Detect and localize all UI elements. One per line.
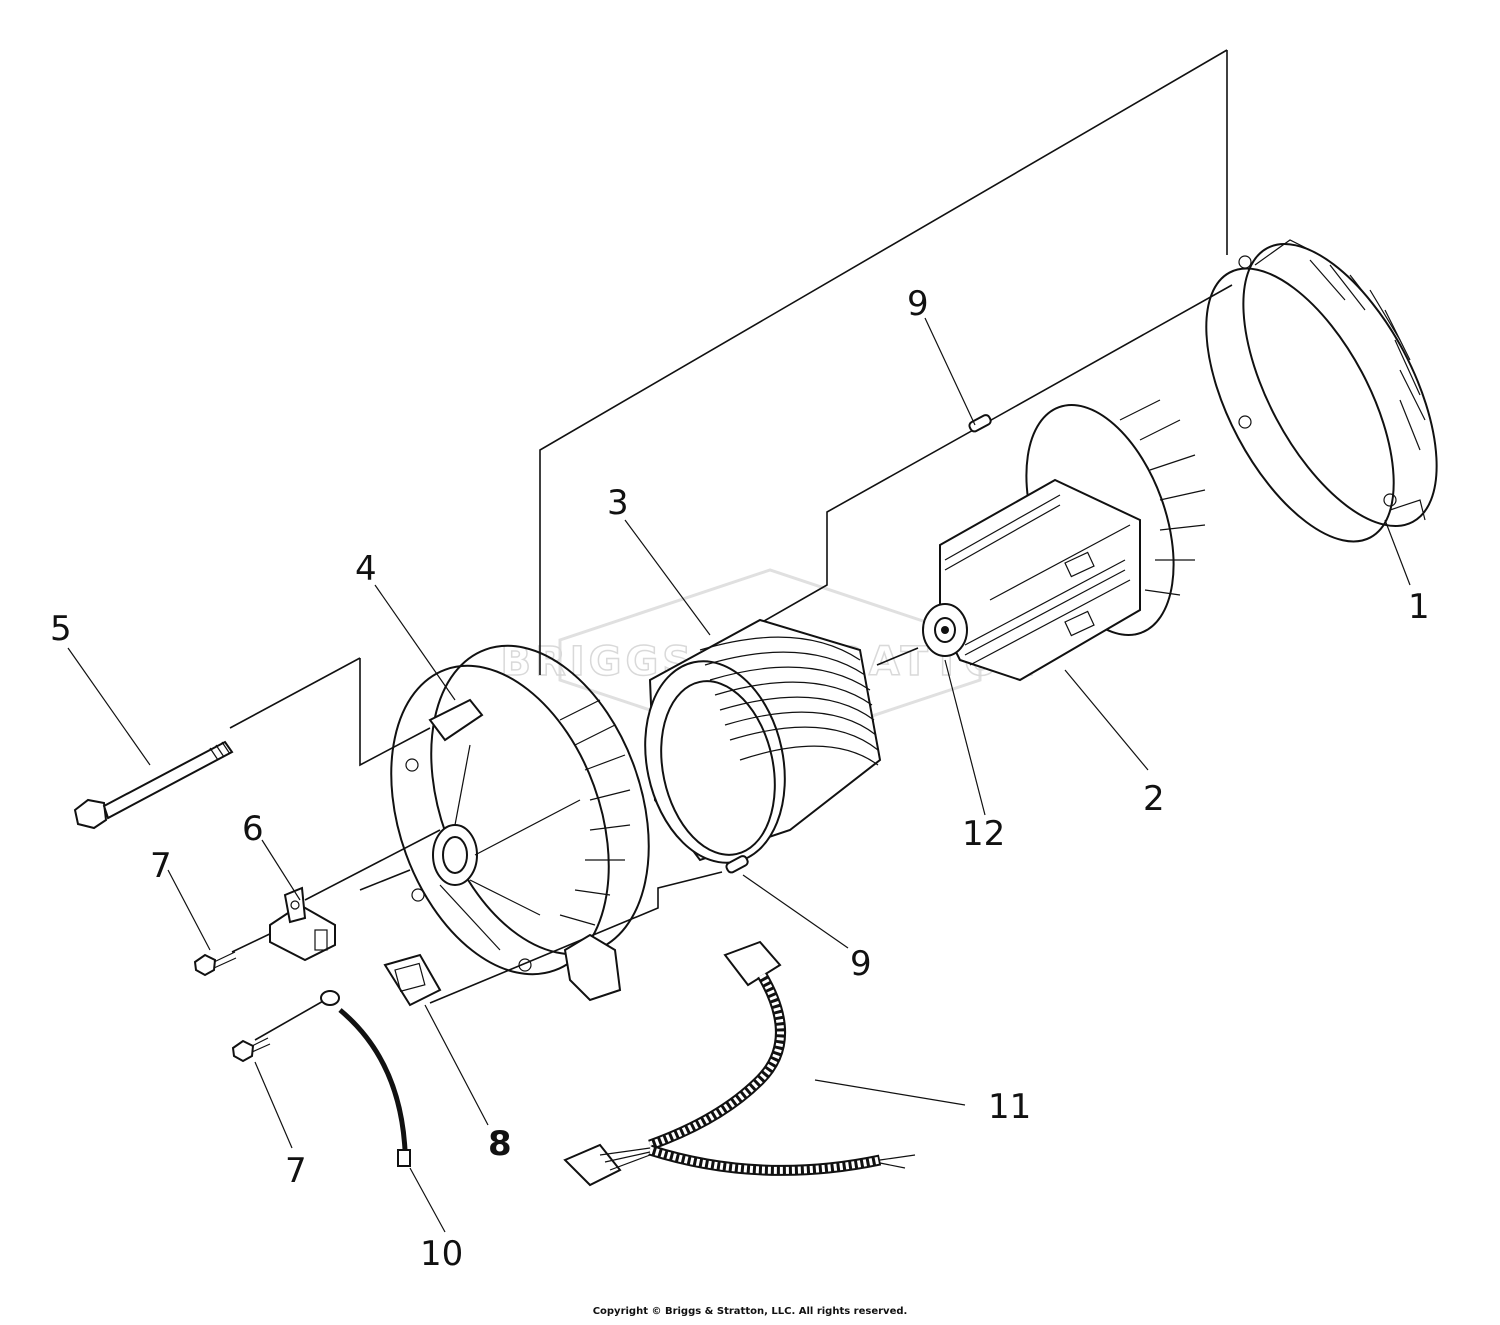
callout-9-upper: 9 bbox=[907, 284, 929, 324]
part-7-screw-upper bbox=[193, 951, 237, 977]
callout-3: 3 bbox=[607, 483, 629, 523]
part-9-pin-upper bbox=[968, 414, 992, 433]
callout-1: 1 bbox=[1408, 587, 1430, 627]
callout-6: 6 bbox=[242, 809, 264, 849]
callout-labels: 1 2 3 4 5 6 7 7 8 9 9 10 11 12 bbox=[50, 284, 1430, 1274]
part-9-pin-lower bbox=[725, 855, 749, 874]
part-8-bracket bbox=[383, 953, 442, 1007]
part-6-brush-holder bbox=[269, 886, 336, 962]
callout-8: 8 bbox=[488, 1124, 512, 1164]
leader-lines bbox=[67, 317, 1411, 1233]
callout-12: 12 bbox=[962, 814, 1005, 854]
callout-7-upper: 7 bbox=[150, 846, 172, 886]
part-3-stator bbox=[644, 618, 882, 864]
callout-4: 4 bbox=[355, 549, 377, 589]
part-1-rear-cover bbox=[1205, 239, 1438, 543]
part-2-armature bbox=[922, 399, 1206, 682]
part-7-screw-lower bbox=[231, 1037, 271, 1063]
callout-9-lower: 9 bbox=[850, 944, 872, 984]
callout-2: 2 bbox=[1143, 779, 1165, 819]
callout-7-lower: 7 bbox=[285, 1151, 307, 1191]
part-5-bolt bbox=[73, 740, 234, 830]
callout-5: 5 bbox=[50, 609, 72, 649]
part-11-wire-harness bbox=[563, 940, 916, 1187]
copyright-notice: Copyright © Briggs & Stratton, LLC. All … bbox=[592, 1306, 908, 1317]
callout-11: 11 bbox=[988, 1087, 1031, 1127]
callout-10: 10 bbox=[420, 1234, 463, 1274]
part-4-front-housing bbox=[390, 644, 650, 1002]
part-10-ground-wire bbox=[320, 990, 411, 1167]
